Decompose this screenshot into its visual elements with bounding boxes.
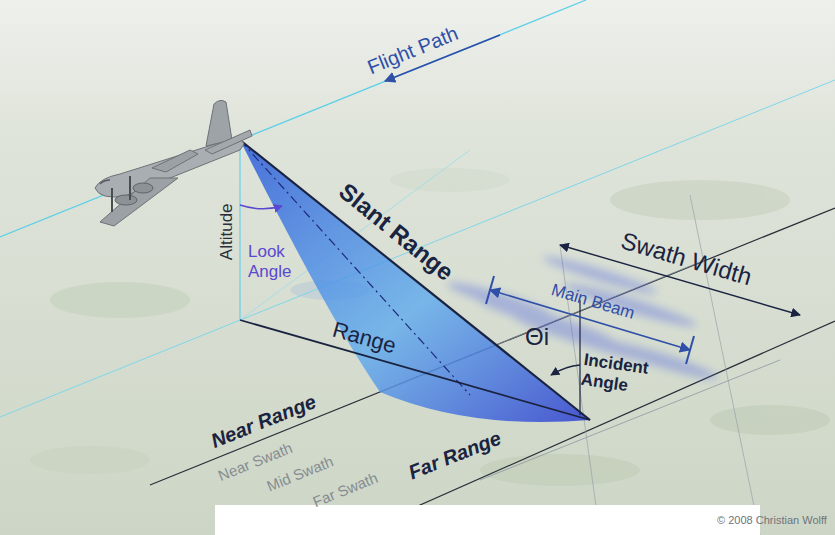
landscape-patches — [610, 180, 790, 220]
aircraft — [129, 176, 131, 200]
slant-range-label: Slant Range — [333, 178, 458, 287]
altitude-label: Altitude — [216, 204, 236, 261]
incidence-geometry — [551, 300, 580, 415]
aircraft — [152, 150, 198, 172]
swath-width-label: Swath Width — [617, 227, 754, 291]
landscape-patches — [390, 168, 510, 192]
ground-lines — [239, 140, 240, 320]
dimension-arrows — [686, 336, 694, 364]
range-label: Range — [329, 317, 398, 359]
range-edge-label: Near Range — [208, 390, 320, 453]
aircraft — [206, 100, 232, 146]
aircraft — [133, 183, 153, 193]
landscape-patches — [30, 446, 150, 474]
aircraft — [100, 178, 178, 226]
radar-beam — [240, 140, 470, 395]
aircraft — [111, 188, 113, 212]
direction-label: Flight Path — [364, 21, 461, 78]
swath-zone-label: Far Swath — [310, 469, 380, 511]
angle-label: Look Angle — [248, 242, 310, 281]
caption-panel — [215, 505, 760, 535]
radar-beam — [240, 140, 590, 422]
angle-symbol: Θi — [525, 323, 549, 351]
dimension-arrows — [486, 276, 494, 304]
angle-label: Incident Angle — [580, 350, 688, 403]
aircraft — [205, 130, 252, 154]
ground-lines — [690, 195, 760, 535]
landscape-patches — [710, 405, 830, 435]
main-beam-label: Main Beam — [549, 280, 637, 323]
incidence-geometry — [551, 365, 580, 375]
aircraft — [100, 180, 110, 184]
range-edge-label: Far Range — [405, 426, 504, 484]
radar-beam — [240, 140, 590, 422]
radar-beam — [240, 140, 590, 420]
dimension-arrows — [385, 35, 800, 364]
aircraft — [115, 195, 137, 205]
copyright-watermark: © 2008 Christian Wolff — [717, 514, 827, 527]
landscape-patches — [50, 282, 190, 318]
radar-beam — [240, 205, 282, 209]
